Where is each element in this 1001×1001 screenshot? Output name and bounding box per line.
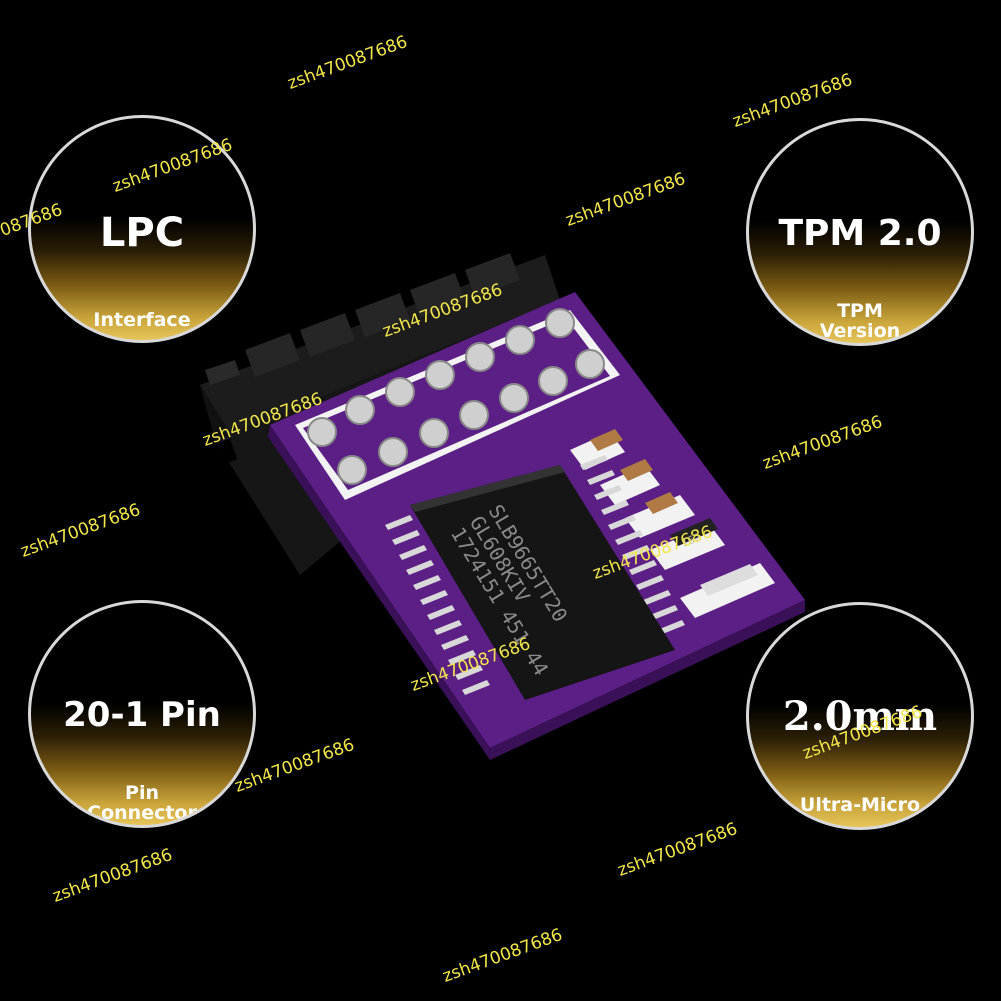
badge-lpc: LPC Interface (28, 115, 256, 343)
badge-lpc-title: LPC (99, 210, 185, 256)
badge-tpm-subtitle: TPM Version (819, 300, 901, 342)
header-pins (307, 308, 605, 485)
tpm-chip (410, 465, 675, 700)
badge-lpc-subtitle: Interface (93, 309, 191, 331)
smd-components (570, 429, 775, 618)
badge-size-subtitle: Ultra-Micro (799, 794, 921, 816)
chip-pins (385, 455, 685, 695)
badge-tpm-title: TPM 2.0 (778, 213, 942, 254)
badge-pin: 20-1 Pin Pin Connector (28, 600, 256, 828)
badge-size: 2.0mm Ultra-Micro (746, 602, 974, 830)
badge-size-title: 2.0mm (782, 693, 938, 740)
badge-pin-subtitle: Pin Connector (87, 782, 197, 824)
component-marking: 162 (680, 531, 703, 550)
badge-pin-title: 20-1 Pin (63, 695, 221, 735)
badge-tpm: TPM 2.0 TPM Version (746, 118, 974, 346)
